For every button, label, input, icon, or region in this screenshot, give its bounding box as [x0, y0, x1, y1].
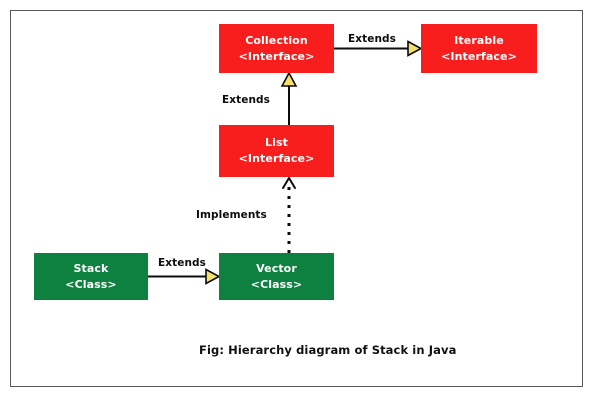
- node-list[interactable]: List <Interface>: [219, 125, 334, 177]
- node-list-name: List: [265, 136, 288, 150]
- edge-stack-extends-vector: [148, 268, 221, 285]
- edge-label-collection-extends-iterable: Extends: [348, 33, 397, 45]
- node-vector-stereotype: <Class>: [250, 277, 303, 291]
- node-iterable-name: Iterable: [454, 33, 504, 47]
- node-vector-name: Vector: [256, 261, 297, 275]
- node-list-stereotype: <Interface>: [238, 152, 315, 165]
- edge-label-list-extends-collection: Extends: [222, 94, 271, 106]
- edge-label-vector-implements-list: Implements: [196, 209, 267, 221]
- node-stack-stereotype: <Class>: [65, 277, 117, 291]
- node-iterable-stereotype: <Interface>: [441, 49, 517, 63]
- arrowhead-open-v: [282, 177, 296, 189]
- node-collection-name: Collection: [245, 33, 308, 47]
- edge-label-stack-extends-vector: Extends: [158, 257, 207, 269]
- node-stack-name: Stack: [73, 261, 109, 275]
- figure-caption: Fig: Hierarchy diagram of Stack in Java: [199, 343, 457, 357]
- arrowhead-triangle: [407, 40, 423, 57]
- edge-vector-implements-list: [282, 177, 296, 253]
- node-collection[interactable]: Collection <Interface>: [219, 24, 334, 73]
- node-collection-stereotype: <Interface>: [238, 49, 315, 63]
- edge-collection-extends-iterable: [334, 40, 423, 57]
- arrowhead-triangle: [205, 268, 221, 285]
- node-stack[interactable]: Stack <Class>: [34, 253, 148, 300]
- edge-list-extends-collection: [280, 71, 298, 125]
- node-iterable[interactable]: Iterable <Interface>: [421, 24, 537, 73]
- arrowhead-triangle: [280, 71, 298, 87]
- figure-border: [10, 10, 583, 387]
- node-vector[interactable]: Vector <Class>: [219, 253, 334, 300]
